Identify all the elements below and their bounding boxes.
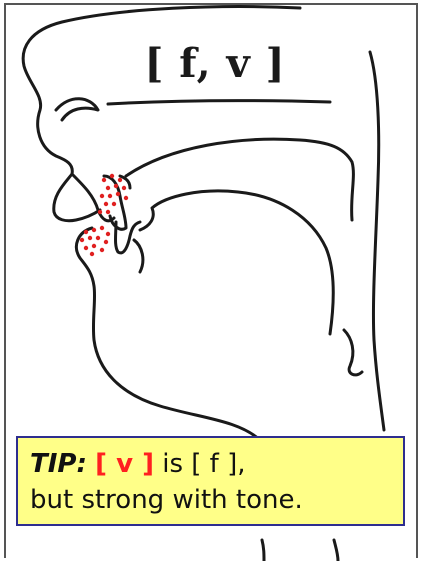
nostril-outline	[56, 99, 98, 120]
tip-box: TIP: [ v ] is [ f ], but strong with ton…	[16, 436, 405, 526]
tip-lead: TIP:	[30, 449, 87, 479]
tip-text-1: is [ f ],	[162, 449, 245, 479]
tip-line-2: but strong with tone.	[30, 482, 391, 518]
diagram-title: [ f, v ]	[130, 40, 300, 87]
pharynx-wall	[370, 52, 384, 430]
tongue-underside	[134, 240, 143, 272]
palate-line	[126, 139, 353, 220]
throat-line-right	[334, 540, 338, 561]
lower-teeth	[116, 222, 141, 253]
epiglottis	[344, 330, 362, 375]
tip-line-1: TIP: [ v ] is [ f ],	[30, 446, 391, 482]
tongue-outline	[140, 191, 333, 334]
head-outline	[23, 7, 300, 221]
throat-line-left	[262, 540, 264, 561]
nasal-floor	[108, 101, 330, 104]
lower-lip	[76, 228, 260, 440]
tip-sound: [ v ]	[95, 449, 154, 479]
